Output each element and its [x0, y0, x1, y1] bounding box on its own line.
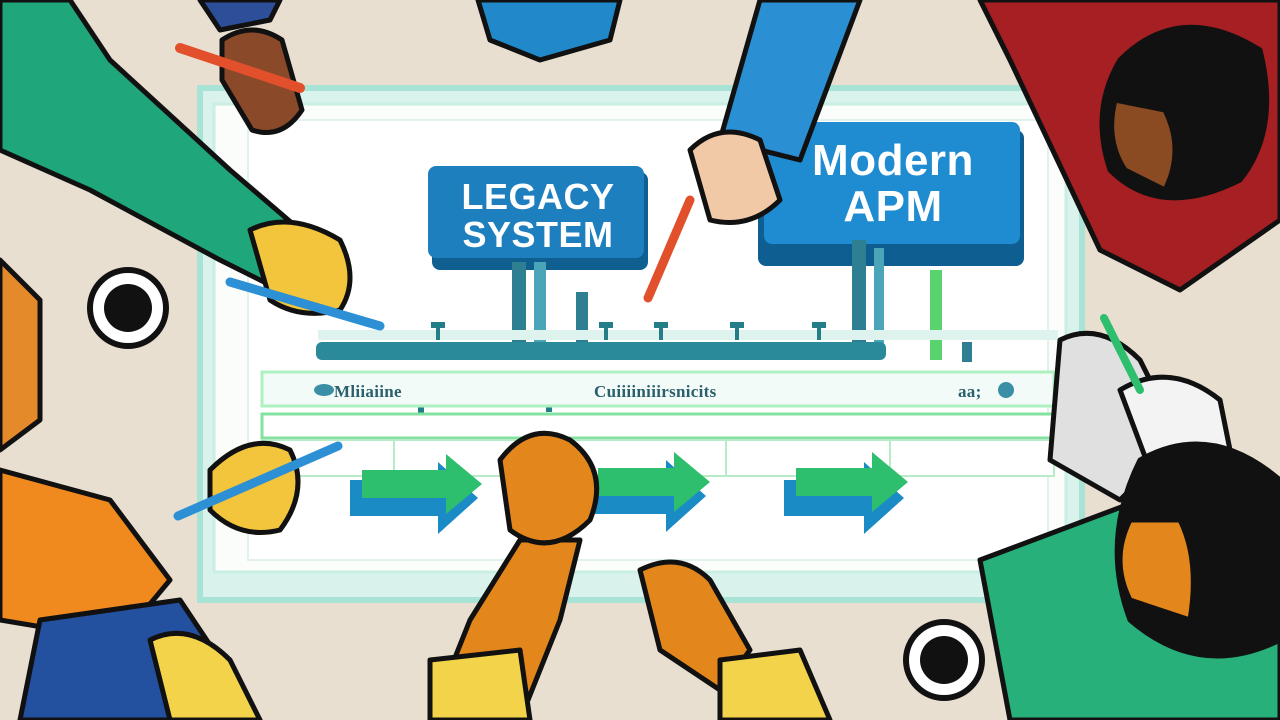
- coffee-cup-icon: [87, 267, 169, 349]
- modern-apm-box: [758, 122, 1024, 266]
- cloud-icon: [314, 384, 334, 396]
- globe-icon: [998, 382, 1014, 398]
- row-label-left: Mliiaiine: [334, 382, 402, 401]
- row-label-middle: Cuiiiiniiirsnicits: [594, 382, 717, 401]
- row-label-right: aa;: [958, 382, 982, 401]
- timeline-rows: [260, 370, 1056, 477]
- modern-apm-label: Modern APM: [812, 135, 974, 231]
- connector-pipes: [316, 240, 1058, 362]
- coffee-cup-icon: [903, 619, 985, 701]
- pens: [173, 43, 1144, 521]
- legacy-system-box: [428, 166, 648, 270]
- migration-arrows: [350, 452, 908, 534]
- legacy-system-label: LEGACY SYSTEM: [461, 176, 615, 255]
